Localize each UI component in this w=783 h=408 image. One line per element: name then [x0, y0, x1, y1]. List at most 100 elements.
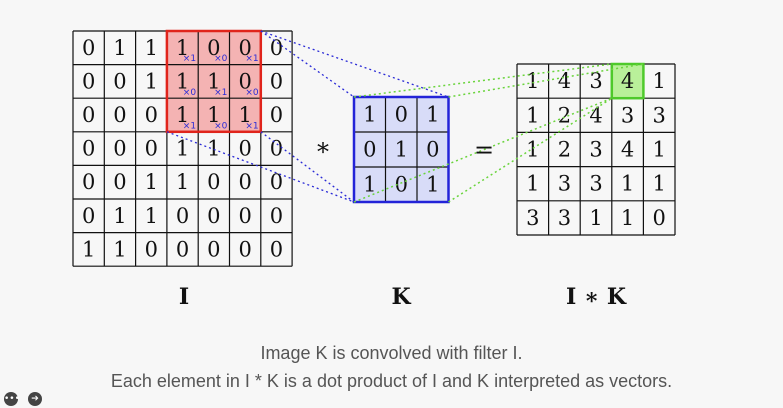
- label-i-conv-k: I ∗ K: [566, 284, 627, 310]
- matrix-i-cell: 1: [176, 170, 189, 194]
- matrix-i-cell: 1: [176, 69, 189, 93]
- matrix-i-cell: 0: [270, 204, 283, 228]
- label-i: I: [179, 284, 189, 310]
- matrix-i-cell: 0: [113, 103, 126, 127]
- matrix-i-cell: 1: [145, 170, 158, 194]
- matrix-i-cell: 0: [238, 36, 251, 60]
- projection-line-green: [448, 97, 613, 203]
- matrix-i-conv-k-cell: 1: [653, 69, 666, 93]
- caption-line-1: Image K is convolved with filter I.: [260, 343, 523, 363]
- matrix-i-conv-k-cell: 3: [653, 103, 666, 127]
- matrix-i-cell: 0: [145, 103, 158, 127]
- projection-line-green: [353, 63, 612, 98]
- matrix-i-cell: 0: [238, 237, 251, 261]
- matrix-i-cell: 1: [176, 103, 189, 127]
- matrix-i-cell: 0: [270, 170, 283, 194]
- window-weight-subscript: ×1: [183, 54, 196, 64]
- matrix-i-conv-k-cell: 1: [526, 172, 539, 196]
- matrix-k-cell: 1: [395, 138, 408, 162]
- matrix-i-cell: 0: [238, 170, 251, 194]
- kernel-fill: [354, 97, 449, 202]
- arrow-right-icon[interactable]: ➔: [28, 392, 42, 406]
- matrix-i-cell: 0: [145, 237, 158, 261]
- matrix-i-conv-k-cell: 4: [621, 69, 634, 93]
- filter-window-border: [165, 29, 263, 134]
- window-weight-subscript: ×0: [214, 54, 228, 64]
- label-k: K: [391, 284, 411, 310]
- matrix-k-cell: 0: [395, 173, 408, 197]
- ellipsis-icon[interactable]: •••: [4, 392, 20, 406]
- projection-line-green: [353, 97, 613, 203]
- matrix-i-cell: 0: [82, 36, 95, 60]
- kernel-border: [352, 95, 450, 204]
- matrix-i-cell: 0: [238, 137, 251, 161]
- convolution-operator: *: [317, 138, 329, 166]
- matrix-i-cell: 0: [82, 69, 95, 93]
- window-weight-subscript: ×1: [214, 88, 227, 98]
- matrix-k-cell: 0: [395, 103, 408, 127]
- matrix-i-conv-k-cell: 3: [526, 206, 539, 230]
- projection-line-blue: [260, 30, 355, 98]
- matrix-k-cell: 1: [426, 173, 439, 197]
- matrix-i-cell: 0: [113, 137, 126, 161]
- matrix-i-cell: 0: [176, 237, 189, 261]
- matrix-i-cell: 0: [207, 237, 220, 261]
- matrix-k-cell: 0: [426, 138, 439, 162]
- matrix-i-cell: 0: [145, 137, 158, 161]
- matrix-i-conv-k-cell: 3: [558, 172, 571, 196]
- matrix-i-conv-k-cell: 0: [653, 206, 666, 230]
- matrix-i-conv-k-cell: 4: [558, 69, 571, 93]
- matrix-i-conv-k-cell: 3: [558, 206, 571, 230]
- matrix-i-cell: 1: [113, 36, 126, 60]
- matrix-k-cell: 1: [426, 103, 439, 127]
- matrix-i-cell: 1: [207, 103, 220, 127]
- matrix-i-cell: 0: [270, 69, 283, 93]
- matrix-i-conv-k-cell: 3: [589, 138, 602, 162]
- matrix-k-cell: 0: [363, 138, 376, 162]
- output-cell-border: [610, 62, 645, 100]
- matrix-i-conv-k-cell: 4: [621, 138, 634, 162]
- projection-lines: [166, 30, 644, 203]
- matrix-i-cell: 0: [238, 69, 251, 93]
- matrix-i-cell: 0: [82, 204, 95, 228]
- matrix-i-conv-k-cell: 2: [558, 103, 571, 127]
- matrix-i-cell: 0: [207, 170, 220, 194]
- window-weight-subscript: ×0: [183, 88, 197, 98]
- matrix-i-cell: 0: [113, 69, 126, 93]
- filter-window-highlight: [166, 31, 261, 132]
- window-weight-subscript: ×1: [245, 54, 258, 64]
- matrix-i-cell: 0: [238, 204, 251, 228]
- matrix-i-cell: 1: [113, 204, 126, 228]
- matrix-i-conv-k-cell: 1: [653, 172, 666, 196]
- matrix-i-conv-k-cell: 1: [526, 69, 539, 93]
- matrix-i-cell: 0: [207, 204, 220, 228]
- matrix-i-conv-k-cell: 3: [589, 172, 602, 196]
- matrix-i-conv-k-cell: 1: [589, 206, 602, 230]
- projection-line-blue: [260, 30, 449, 98]
- window-weight-subscript: ×1: [183, 121, 196, 131]
- matrix-i-conv-k-cell: 1: [526, 103, 539, 127]
- output-cell-highlight: [611, 64, 644, 99]
- matrix-i-cell: 1: [82, 237, 95, 261]
- projection-line-blue: [166, 131, 355, 203]
- window-weight-subscript: ×1: [245, 121, 258, 131]
- matrix-i-cell: 1: [176, 137, 189, 161]
- matrix-i-cell: 1: [207, 137, 220, 161]
- matrix-i-conv-k-cell: 3: [621, 103, 634, 127]
- matrix-i-cell: 0: [82, 103, 95, 127]
- matrix-i-cell: 0: [82, 170, 95, 194]
- matrix-i-conv-k-cell: 3: [589, 69, 602, 93]
- matrix-i-cell: 0: [270, 103, 283, 127]
- matrix-i-cell: 1: [238, 103, 251, 127]
- matrix-i-cell: 0: [270, 137, 283, 161]
- matrix-i-cell: 0: [270, 36, 283, 60]
- matrix-i-conv-k-cell: 2: [558, 138, 571, 162]
- matrix-i-cell: 0: [82, 137, 95, 161]
- matrix-i-cell: 1: [145, 204, 158, 228]
- matrix-i-cell: 1: [113, 237, 126, 261]
- matrix-k-cell: 1: [363, 173, 376, 197]
